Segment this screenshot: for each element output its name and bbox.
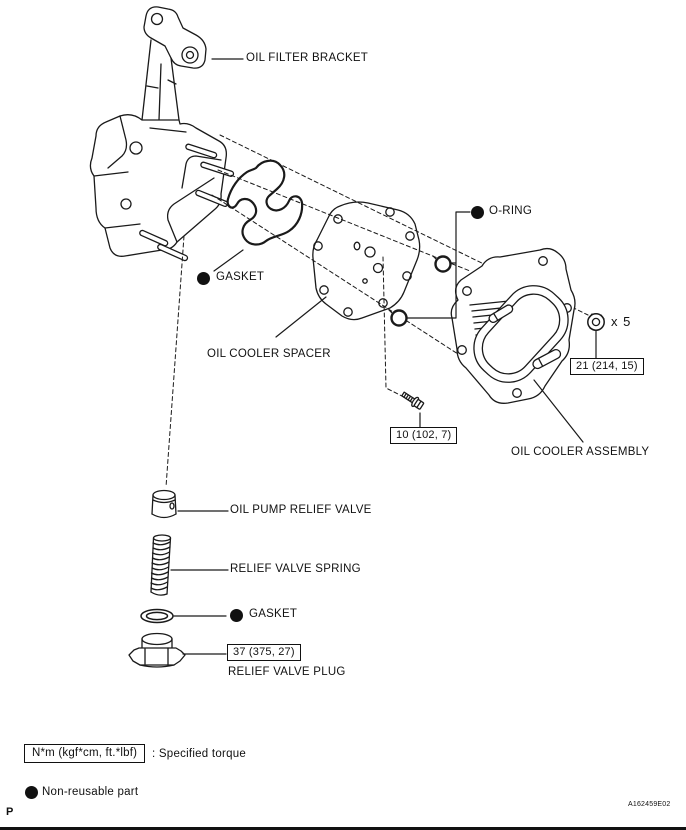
oil-cooler-spacer-label: OIL COOLER SPACER	[207, 348, 331, 360]
oil-filter-bracket-label: OIL FILTER BRACKET	[246, 52, 369, 64]
bolt-torque-spec: 10 (102, 7)	[390, 427, 458, 444]
relief-valve-plug-part	[128, 632, 186, 668]
nut-quantity-label: x 5	[611, 314, 632, 329]
specified-torque-label: : Specified torque	[152, 748, 247, 760]
nut-icon	[587, 313, 605, 331]
nut-torque-spec: 21 (214, 15)	[570, 358, 644, 375]
oil-pump-relief-valve-part	[151, 489, 177, 519]
page-edge-line	[0, 827, 686, 830]
bolt-icon	[401, 391, 425, 410]
oil-pump-relief-valve-label: OIL PUMP RELIEF VALVE	[230, 504, 372, 516]
torque-unit-box: N*m (kgf*cm, ft.*lbf)	[24, 744, 146, 763]
non-reusable-bullet-icon	[25, 786, 38, 799]
leader-lines	[170, 58, 597, 655]
relief-valve-spring-part	[150, 534, 172, 596]
non-reusable-part-label: Non-reusable part	[42, 786, 139, 798]
oil-cooler-assembly-part	[450, 247, 576, 404]
page-marker: P	[6, 806, 14, 818]
alignment-dashed-lines	[165, 134, 589, 488]
non-reusable-bullet-icon	[471, 206, 484, 219]
lower-gasket-label: GASKET	[249, 608, 298, 620]
figure-code: A162459E02	[628, 801, 671, 808]
non-reusable-bullet-icon	[230, 609, 243, 622]
upper-gasket-label: GASKET	[216, 271, 265, 283]
relief-valve-plug-label: RELIEF VALVE PLUG	[228, 666, 346, 678]
oil-cooler-spacer-part	[312, 201, 421, 321]
lower-gasket-part	[140, 608, 174, 624]
oil-cooler-assembly-label: OIL COOLER ASSEMBLY	[511, 446, 650, 458]
o-ring-label: O-RING	[489, 205, 533, 217]
relief-valve-spring-label: RELIEF VALVE SPRING	[230, 563, 361, 575]
plug-torque-spec: 37 (375, 27)	[227, 644, 301, 661]
non-reusable-bullet-icon	[197, 272, 210, 285]
upper-gasket-part	[226, 159, 304, 246]
o-ring-parts	[388, 255, 452, 327]
oil-filter-bracket-part	[89, 6, 235, 262]
